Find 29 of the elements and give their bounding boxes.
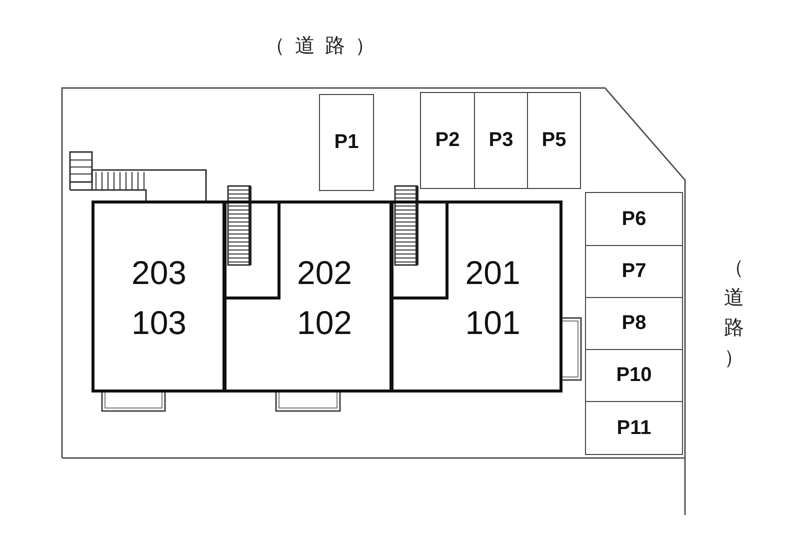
parking-label: P6 bbox=[622, 208, 646, 230]
road-label: （道路） bbox=[265, 34, 385, 59]
unit-number: 101 bbox=[465, 303, 520, 343]
unit-number: 202 bbox=[296, 253, 352, 293]
parking-label: P7 bbox=[622, 260, 646, 283]
parking-space bbox=[319, 94, 374, 191]
road-label: （道路） bbox=[724, 256, 744, 371]
unit-number: 201 bbox=[465, 253, 520, 293]
unit-block bbox=[224, 202, 392, 391]
unit-number: 102 bbox=[296, 303, 352, 343]
parking-space bbox=[585, 349, 683, 402]
parking-label: P3 bbox=[488, 129, 514, 152]
parking-space bbox=[585, 401, 683, 455]
parking-space bbox=[585, 192, 683, 246]
parking-space bbox=[585, 297, 683, 350]
parking-label: P11 bbox=[616, 416, 652, 440]
parking-label: P1 bbox=[334, 131, 359, 154]
unit-number: 203 bbox=[131, 253, 187, 293]
parking-label: P2 bbox=[435, 129, 460, 152]
unit-block bbox=[93, 202, 225, 391]
unit-block bbox=[391, 202, 561, 391]
parking-label: P8 bbox=[622, 312, 646, 335]
parking-space bbox=[585, 245, 683, 298]
parking-space bbox=[527, 92, 581, 189]
parking-label: P10 bbox=[616, 364, 652, 387]
parking-space bbox=[420, 92, 475, 189]
unit-number: 103 bbox=[131, 303, 187, 343]
parking-space bbox=[474, 92, 528, 189]
parking-label: P5 bbox=[542, 129, 566, 152]
